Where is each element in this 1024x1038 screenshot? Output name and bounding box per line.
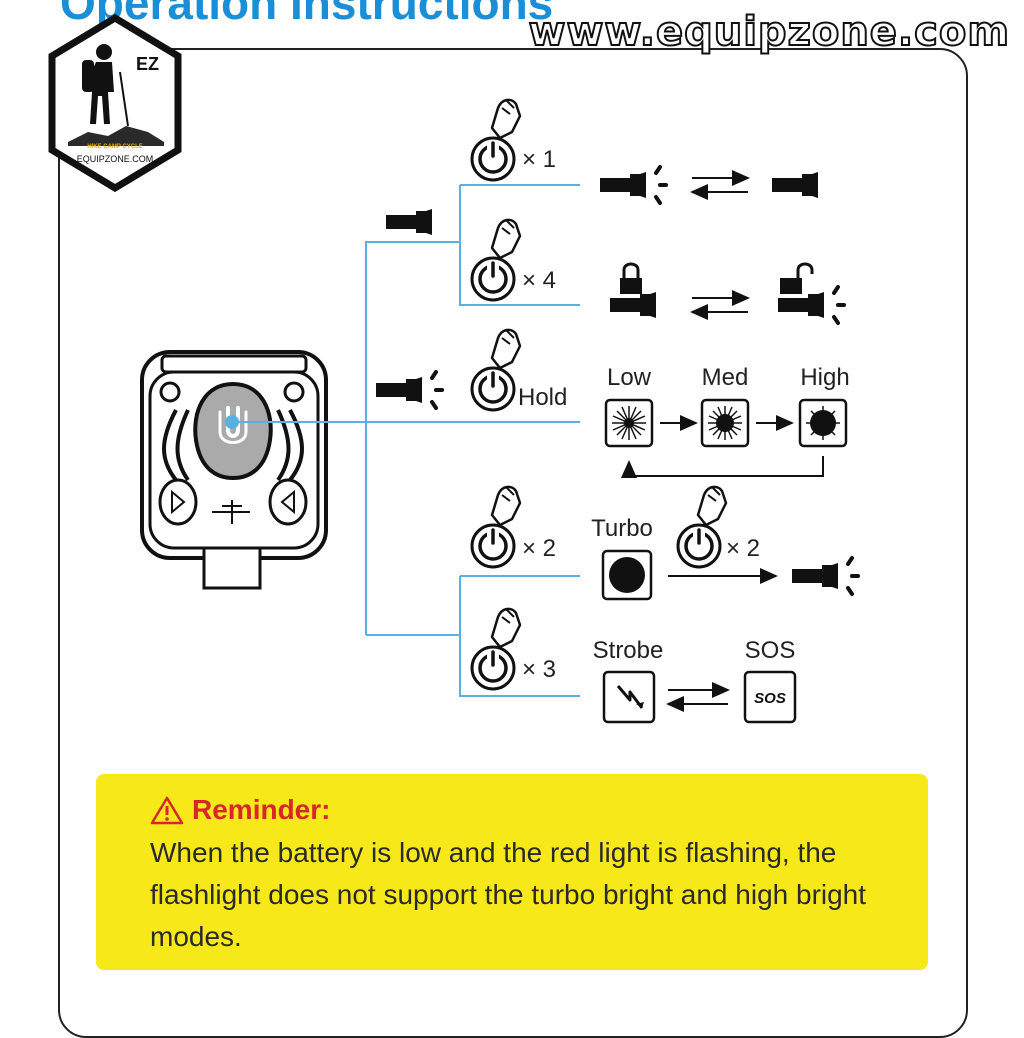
badge-tagline: HIKE CAMP CYCLE <box>87 144 143 150</box>
mode-turbo-label: Turbo <box>591 515 653 542</box>
power-button-icon <box>470 256 516 302</box>
finger-press-icon <box>490 218 522 260</box>
press-three-step: × 3 <box>470 607 556 691</box>
power-button-icon <box>676 523 722 569</box>
mode-strobe-label: Strobe <box>593 637 664 664</box>
reminder-text: When the battery is low and the red ligh… <box>150 837 867 952</box>
flashlight-on-icon <box>376 370 444 410</box>
badge-brand: EQUIPZONE.COM <box>77 154 154 164</box>
page-title: Operation Instructions <box>60 0 554 29</box>
swap-arrows-icon <box>690 290 750 320</box>
unlock-icon <box>780 262 814 294</box>
finger-press-icon <box>490 98 522 140</box>
power-button-icon <box>470 645 516 691</box>
press2-label: × 2 <box>522 535 556 562</box>
equipzone-logo: EZ HIKE CAMP CYCLE EQUIPZONE.COM <box>48 14 182 192</box>
power-button-icon <box>470 366 516 412</box>
mode-high-icon <box>798 398 848 448</box>
press-once-step: × 1 <box>470 98 556 182</box>
reminder-title: Reminder: <box>192 794 331 825</box>
press-twice-step: × 2 <box>470 485 556 569</box>
swap-arrows-icon <box>690 170 750 200</box>
mode-turbo-icon <box>601 549 653 601</box>
finger-press-icon <box>490 485 522 527</box>
mode-low-icon <box>604 398 654 448</box>
reminder-box: Reminder: When the battery is low and th… <box>96 774 928 970</box>
sos-icon-text: SOS <box>754 690 786 707</box>
press-four-step: × 4 <box>470 218 556 302</box>
hold-step: Hold <box>470 328 567 412</box>
turbo-exit-step: × 2 <box>676 485 760 569</box>
flashlight-on-icon <box>600 165 668 205</box>
swap-arrows-icon <box>666 682 730 712</box>
headlamp-device <box>140 350 328 590</box>
strobe-icon <box>602 670 656 724</box>
badge-initials: EZ <box>136 54 159 74</box>
flashlight-off-icon <box>610 292 656 318</box>
lock-icon <box>620 262 642 294</box>
connector-lines <box>225 184 580 697</box>
finger-press-icon <box>490 607 522 649</box>
press3-label: × 3 <box>522 656 556 683</box>
warning-icon <box>150 796 184 825</box>
mode-med-label: Med <box>702 364 749 391</box>
power-button-icon <box>470 523 516 569</box>
mode-sos-label: SOS <box>745 637 796 664</box>
power-button-icon <box>470 136 516 182</box>
sos-icon: SOS <box>743 670 797 724</box>
mode-med-icon <box>700 398 750 448</box>
mode-high-label: High <box>800 364 849 391</box>
flashlight-on-icon <box>792 556 860 596</box>
site-watermark: www.equipzone.com <box>527 9 1010 55</box>
reminder-heading: Reminder: <box>150 792 928 828</box>
press1-label: × 1 <box>522 146 556 173</box>
finger-press-icon <box>490 328 522 370</box>
hold-label: Hold <box>518 384 567 411</box>
turbo-press2-label: × 2 <box>726 535 760 562</box>
mode-low-label: Low <box>607 364 652 391</box>
flashlight-off-icon <box>386 209 432 235</box>
press4-label: × 4 <box>522 267 556 294</box>
finger-press-icon <box>696 485 728 527</box>
flashlight-off-icon <box>772 172 818 198</box>
